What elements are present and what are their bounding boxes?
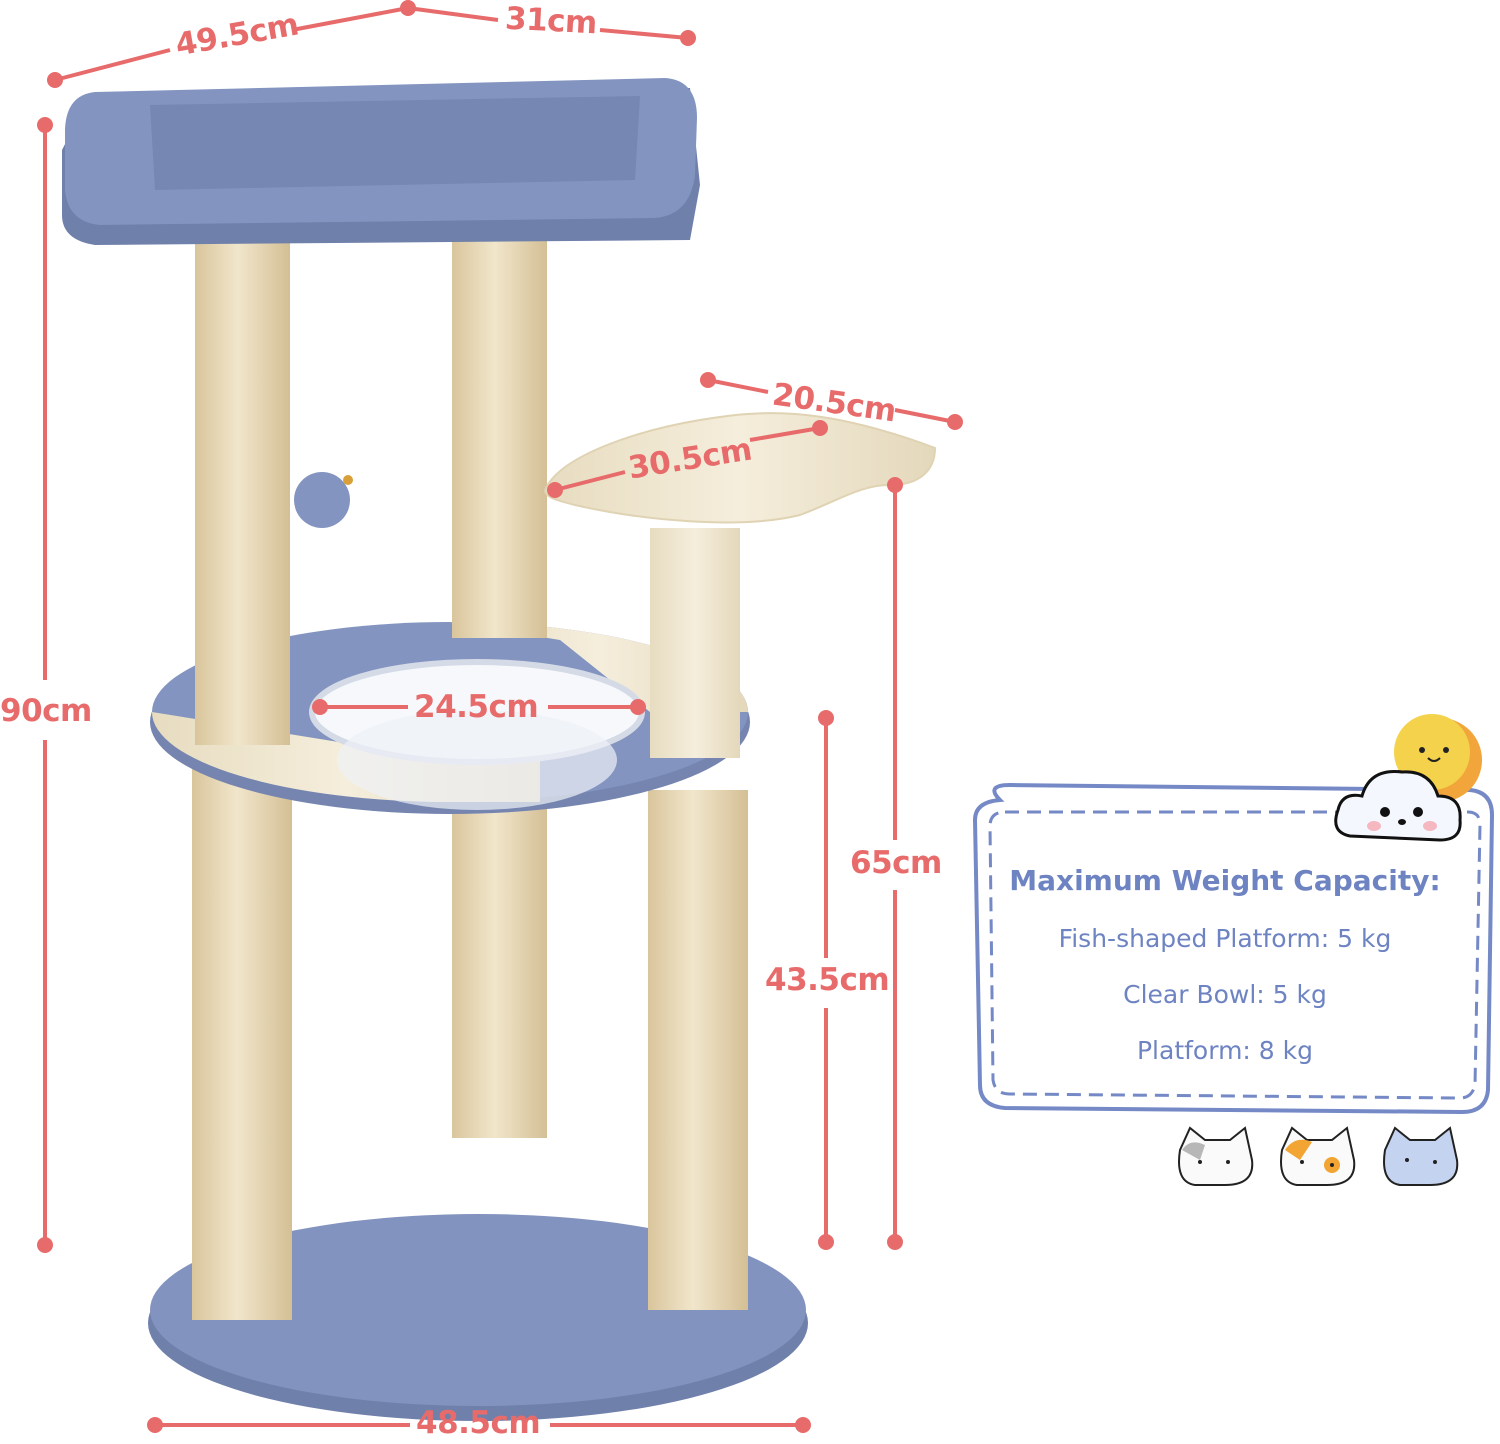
right-lower-post [648, 790, 748, 1310]
capacity-card-title: Maximum Weight Capacity: [1009, 864, 1441, 897]
gray-cat-icon [1178, 1126, 1254, 1186]
top-bed [62, 78, 700, 245]
left-lower-post [192, 760, 292, 1320]
capacity-card-frame [972, 782, 1495, 1115]
dimension-lines [37, 0, 963, 1433]
fish-shaped-perch [543, 412, 937, 524]
calico-cat-icon [1280, 1126, 1356, 1186]
cloud-mascot-icon [1334, 770, 1462, 842]
blue-cat-icon [1383, 1126, 1459, 1186]
bowl-diameter-label: 24.5cm [414, 689, 539, 725]
perch-post [650, 528, 740, 758]
base-diameter-label: 48.5cm [416, 1405, 541, 1441]
capacity-item-platform: Platform: 8 kg [1136, 1036, 1313, 1065]
perch-height-label: 65cm [850, 845, 942, 881]
platform-height-label: 43.5cm [765, 962, 890, 998]
upper-left-post [195, 235, 290, 745]
capacity-item-fish-platform: Fish-shaped Platform: 5 kg [1058, 924, 1392, 953]
base-platform [148, 1214, 808, 1421]
top-depth-label: 31cm [504, 0, 598, 42]
hanging-ball-toy [294, 244, 353, 528]
total-height-label: 90cm [0, 693, 92, 729]
capacity-item-clear-bowl: Clear Bowl: 5 kg [1123, 980, 1327, 1009]
